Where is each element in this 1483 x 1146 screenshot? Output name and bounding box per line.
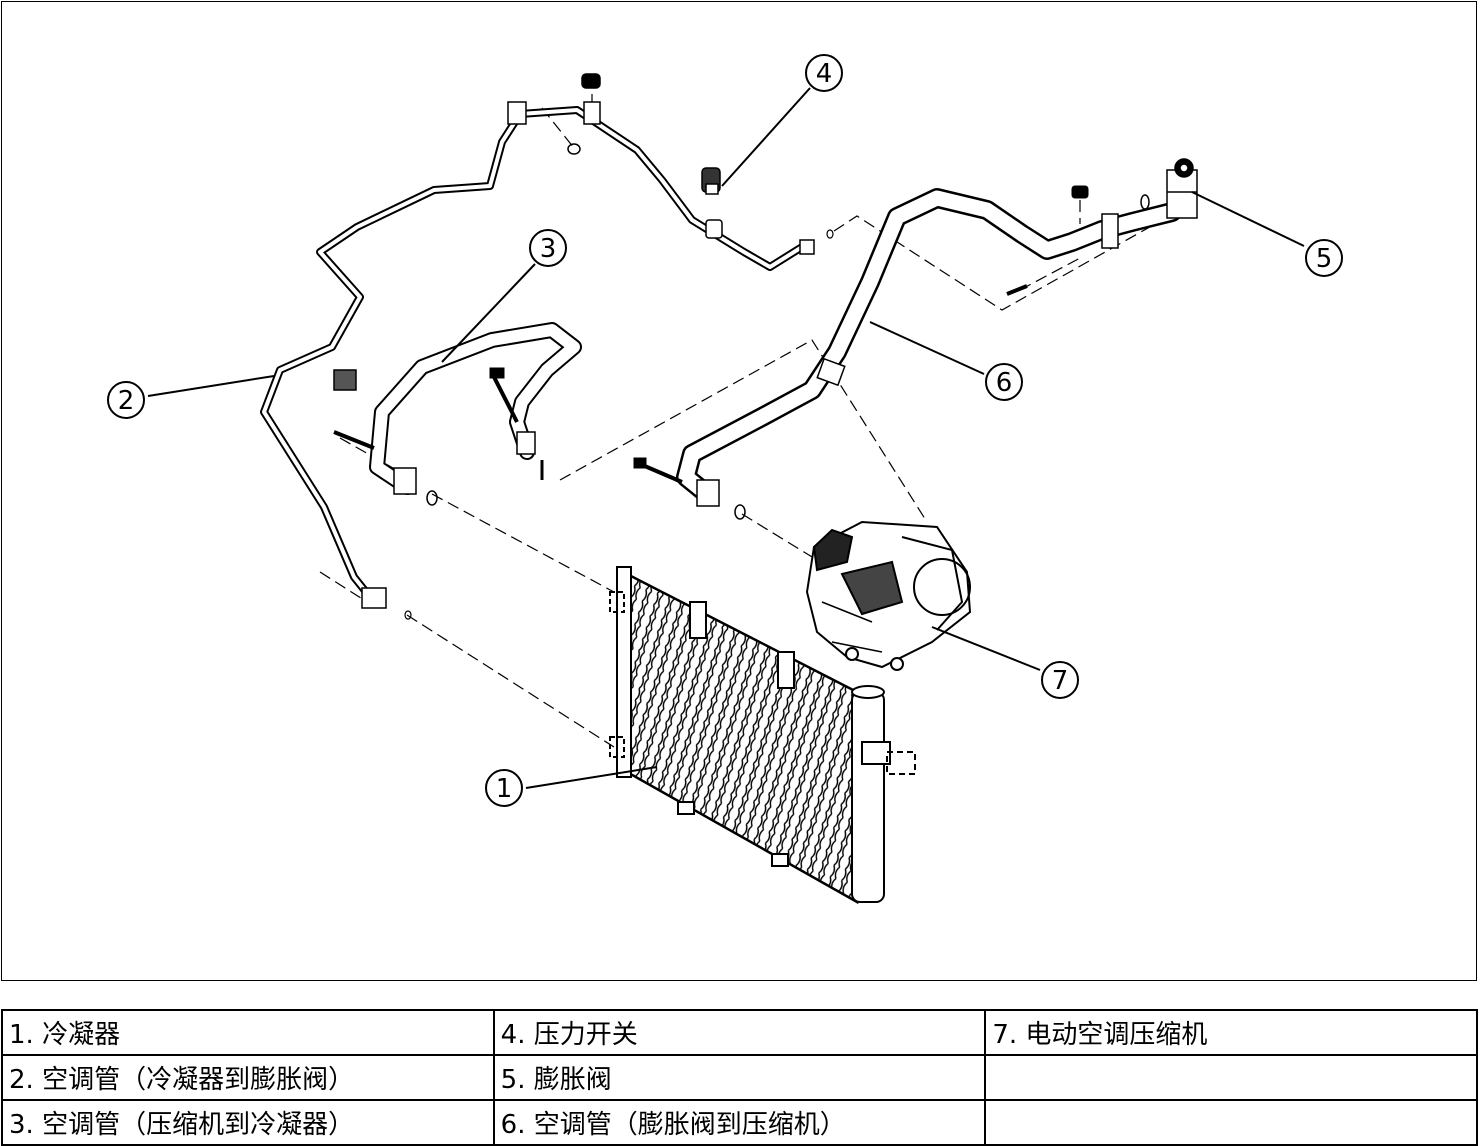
ac-pipe-valve-to-compressor [633,185,1182,520]
electric-compressor [805,520,972,671]
callout-7: 7 [1041,661,1079,699]
pressure-switch [701,167,721,195]
legend-cell: 4. 压力开关 [492,1009,987,1056]
legend-cell [984,1054,1478,1101]
callout-5-number: 5 [1316,244,1333,274]
callout-1: 1 [485,769,523,807]
callout-1-number: 1 [496,774,513,804]
legend-row: 2. 空调管（冷凝器到膨胀阀） 5. 膨胀阀 [1,1054,1478,1101]
exploded-view-drawing: 1 2 3 4 5 6 7 [107,54,1343,905]
callout-3: 3 [529,229,567,267]
legend-cell: 6. 空调管（膨胀阀到压缩机） [492,1099,987,1146]
legend-cell: 5. 膨胀阀 [492,1054,987,1101]
legend-table: 1. 冷凝器 4. 压力开关 7. 电动空调压缩机 2. 空调管（冷凝器到膨胀阀… [1,1009,1478,1146]
callout-2-number: 2 [118,386,135,416]
callout-3-number: 3 [540,234,557,264]
callout-7-number: 7 [1052,666,1069,696]
legend-row: 1. 冷凝器 4. 压力开关 7. 电动空调压缩机 [1,1009,1478,1056]
callout-leaders [147,87,1305,789]
expansion-valve [1166,158,1198,219]
callout-6-number: 6 [996,368,1013,398]
legend-cell: 7. 电动空调压缩机 [984,1009,1478,1056]
legend-cell: 2. 空调管（冷凝器到膨胀阀） [1,1054,495,1101]
callout-5: 5 [1305,239,1343,277]
callout-4: 4 [805,54,843,92]
callouts: 1 2 3 4 5 6 7 [107,54,1343,807]
legend-cell: 1. 冷凝器 [1,1009,495,1056]
callout-4-number: 4 [816,59,833,89]
callout-2: 2 [107,381,145,419]
legend-cell: 3. 空调管（压缩机到冷凝器） [1,1099,495,1146]
legend-row: 3. 空调管（压缩机到冷凝器） 6. 空调管（膨胀阀到压缩机） [1,1099,1478,1146]
ac-pipe-compressor-to-condenser [333,322,582,506]
callout-6: 6 [985,363,1023,401]
assembly-dashed-lines [319,94,1181,748]
ac-pipe-condenser-to-valve [260,73,834,620]
diagram-frame: 1 2 3 4 5 6 7 [1,1,1477,981]
condenser [609,566,916,905]
legend-cell [984,1099,1478,1146]
